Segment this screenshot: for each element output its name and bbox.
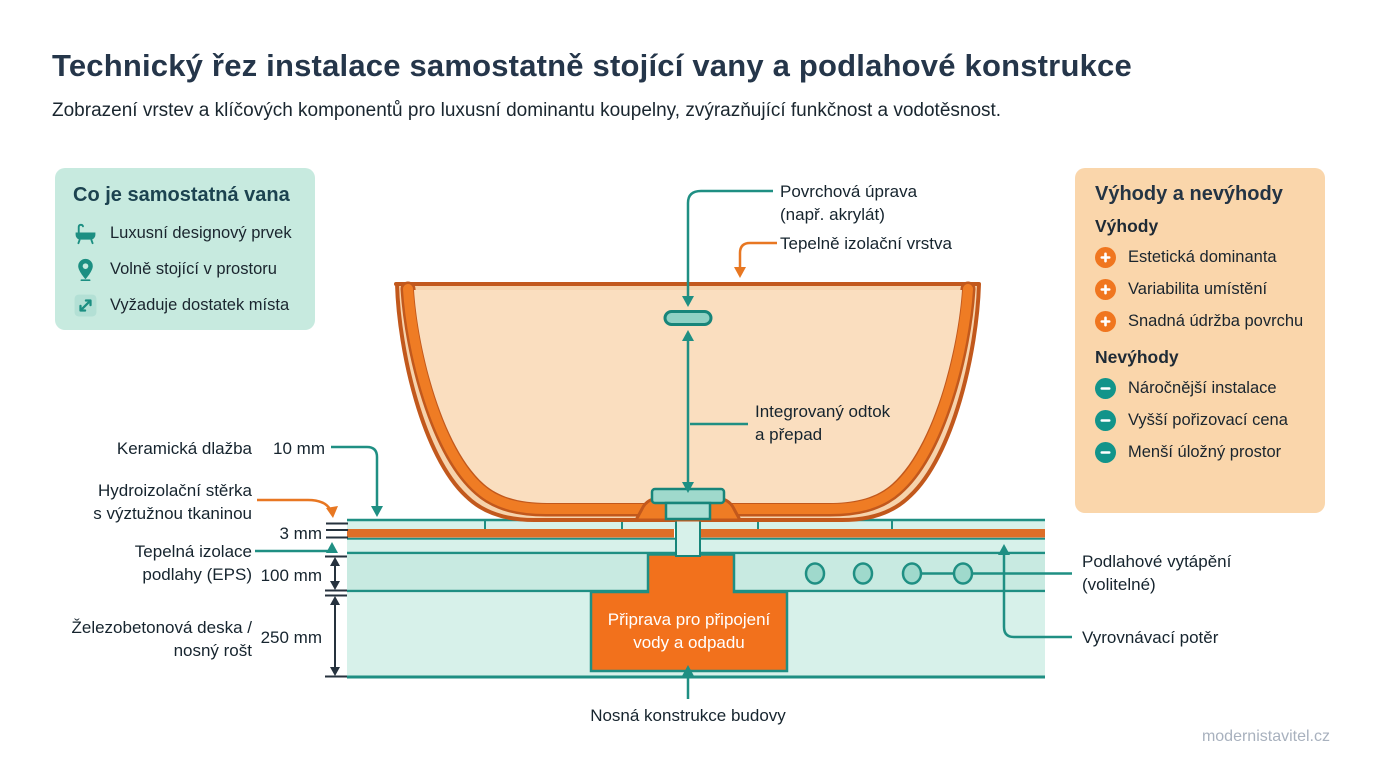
page-subtitle: Zobrazení vrstev a klíčových komponentů … <box>52 100 1002 121</box>
info-card-title: Co je samostatná vana <box>73 184 290 206</box>
list-item-label: Luxusní designový prvek <box>110 224 292 242</box>
label-waterproofing-dimension: 3 mm <box>279 524 323 543</box>
label-waterproofing: Hydroizolační stěrka s výztužnou tkanino… <box>93 481 252 524</box>
minus-icon <box>1095 378 1116 399</box>
plus-icon <box>1095 311 1116 332</box>
con-item-label: Vyšší pořizovací cena <box>1128 411 1288 429</box>
pro-item: Variabilita umístění <box>1095 279 1305 300</box>
pro-item: Snadná údržba povrchu <box>1095 311 1305 332</box>
label-integrated-drain: Integrovaný odtok a přepad <box>755 402 891 445</box>
label-insulation-dimension: 100 mm <box>260 566 322 585</box>
label-building-structure: Nosná konstrukce budovy <box>590 706 786 725</box>
pros-cons-card: Výhody a nevýhody Výhody Estetická domin… <box>1075 168 1325 513</box>
pro-item-label: Snadná údržba povrchu <box>1128 312 1304 330</box>
watermark: modernistavitel.cz <box>1201 728 1330 745</box>
pro-item-label: Estetická dominanta <box>1128 248 1277 266</box>
label-surface-finish: Povrchová úprava (např. akrylát) <box>780 182 918 225</box>
con-item: Menší úložný prostor <box>1095 442 1305 463</box>
connection-box <box>589 553 789 673</box>
page-title: Technický řez instalace samostatně stojí… <box>52 48 1132 83</box>
con-item: Náročnější instalace <box>1095 378 1305 399</box>
bathtub-icon <box>73 221 98 246</box>
cons-heading: Nevýhody <box>1095 347 1179 367</box>
list-item-label: Vyžaduje dostatek místa <box>110 296 290 314</box>
waterproofing-strip <box>701 529 1045 538</box>
plus-icon <box>1095 247 1116 268</box>
list-item: Vyžaduje dostatek místa <box>73 293 297 318</box>
con-item: Vyšší pořizovací cena <box>1095 410 1305 431</box>
label-leveling-screed: Vyrovnávací potěr <box>1082 628 1219 647</box>
con-item-label: Menší úložný prostor <box>1128 443 1282 461</box>
plus-icon <box>1095 279 1116 300</box>
label-ceramic-tile: Keramická dlažba <box>116 439 252 458</box>
drain-assembly <box>634 487 742 557</box>
overflow-pill <box>663 310 713 326</box>
dimension-marks <box>325 522 348 678</box>
label-floor-heating: Podlahové vytápění (volitelné) <box>1082 552 1232 595</box>
waterproofing-strip <box>347 529 674 538</box>
list-item-label: Volně stojící v prostoru <box>110 260 277 278</box>
list-item: Luxusní designový prvek <box>73 221 297 246</box>
label-thermal-layer: Tepelně izolační vrstva <box>780 234 952 253</box>
info-card-what-is-freestanding-tub: Co je samostatná vana Luxusní designový … <box>55 168 315 330</box>
floor-heating-pipes <box>804 562 974 585</box>
label-connection-box: Připrava pro připojení vody a odpadu <box>607 609 771 652</box>
tile-joints <box>484 521 893 529</box>
pro-item-label: Variabilita umístění <box>1128 280 1268 298</box>
minus-icon <box>1095 410 1116 431</box>
label-concrete-slab: Železobetonová deska / nosný rošt <box>71 618 252 661</box>
label-floor-insulation: Tepelná izolace podlahy (EPS) <box>134 542 252 585</box>
minus-icon <box>1095 442 1116 463</box>
pros-heading: Výhody <box>1095 216 1159 236</box>
callout-lines <box>255 189 1072 699</box>
label-tile-dimension: 10 mm <box>273 439 325 458</box>
drain-body <box>664 501 712 521</box>
label-slab-dimension: 250 mm <box>260 628 322 647</box>
pros-cons-card-title: Výhody a nevýhody <box>1095 183 1283 205</box>
callout-lines-orange <box>257 241 777 518</box>
con-item-label: Náročnější instalace <box>1128 379 1277 397</box>
pro-item: Estetická dominanta <box>1095 247 1305 268</box>
expand-arrows-icon <box>73 293 98 318</box>
location-pin-icon <box>73 257 98 282</box>
list-item: Volně stojící v prostoru <box>73 257 297 282</box>
